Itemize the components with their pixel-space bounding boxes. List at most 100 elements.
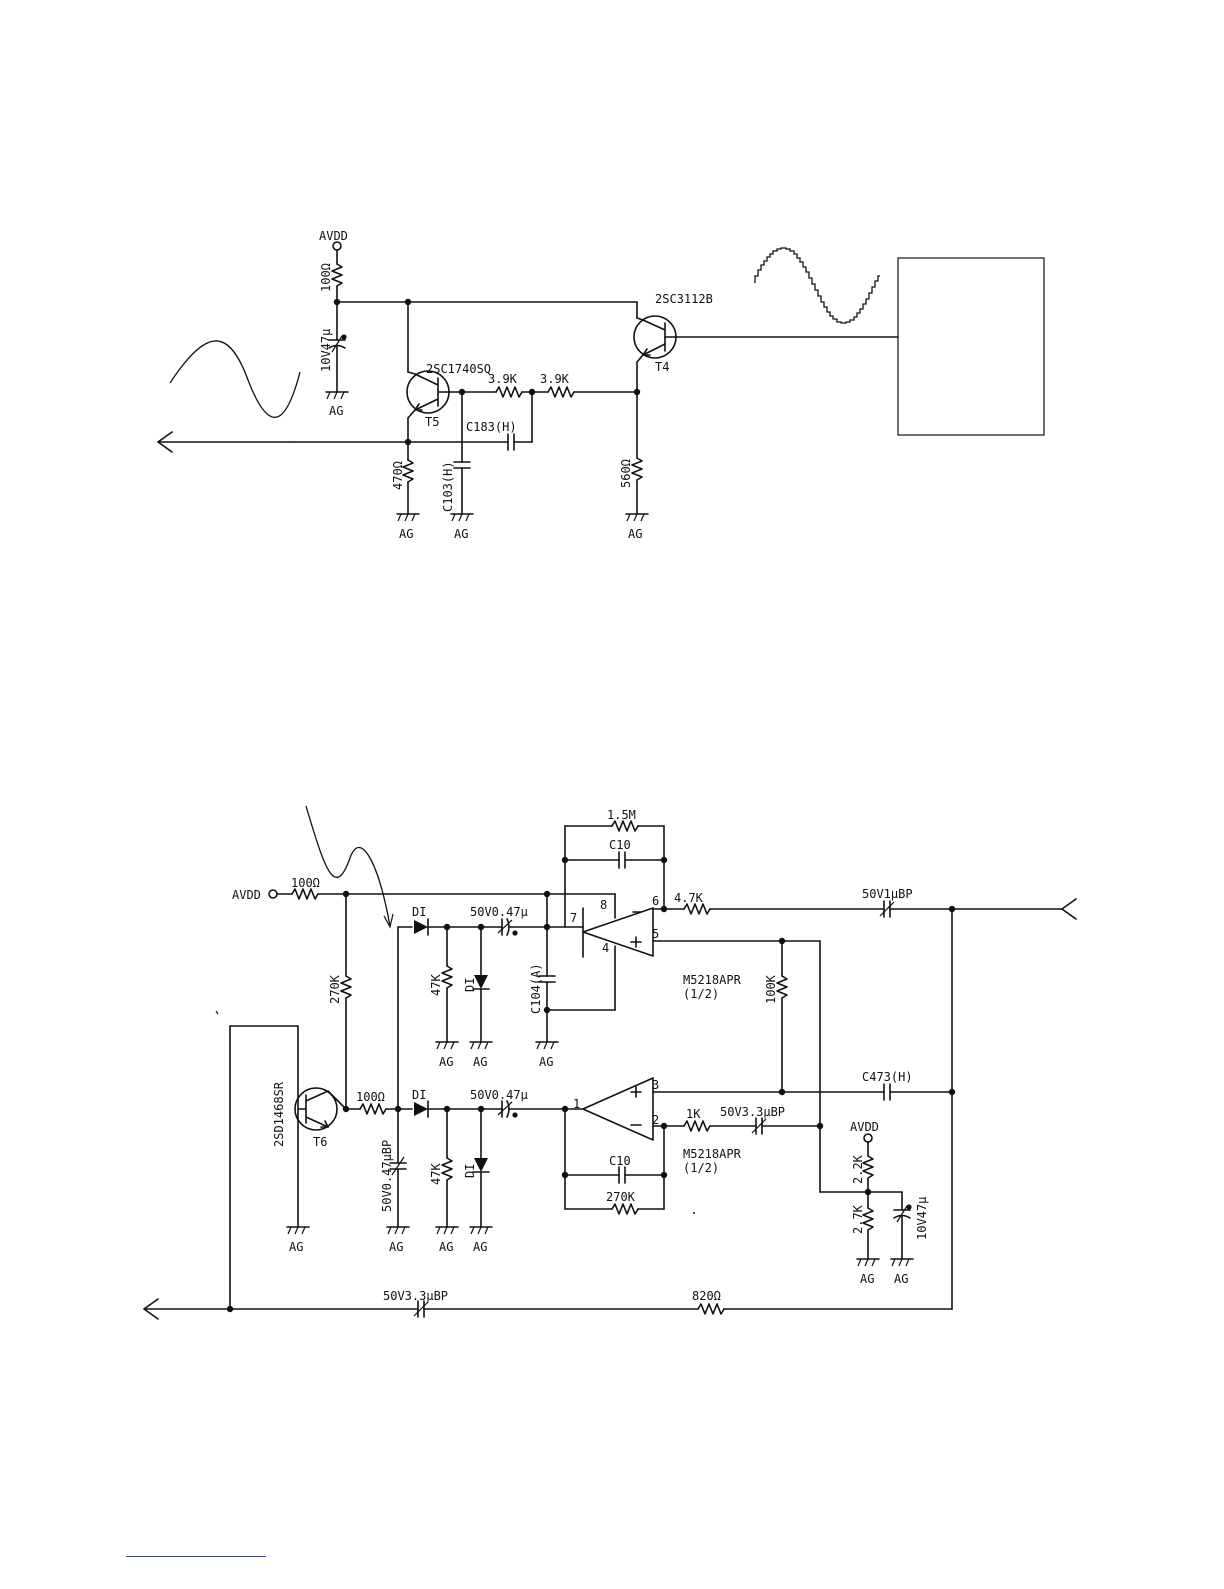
pin7-label: 7 xyxy=(570,911,577,925)
stray-dot xyxy=(693,1212,695,1214)
capacitor-c183-label: C183(H) xyxy=(466,420,517,434)
ag-47k-bot-label: AG xyxy=(439,1240,453,1254)
t6-ref-label: T6 xyxy=(313,1135,327,1149)
resistor-820-label: 820Ω xyxy=(692,1289,721,1303)
stepped-waveform xyxy=(755,248,880,323)
opamp-bottom-label: M5218APR xyxy=(683,1147,742,1161)
capacitor-50v33bp-label: 50V3.3μBP xyxy=(720,1105,785,1119)
avdd-label-2: AVDD xyxy=(232,888,261,902)
resistor-47k-top xyxy=(442,966,452,988)
t5-ref-label: T5 xyxy=(425,415,439,429)
resistor-3-9k-a-label: 3.9K xyxy=(488,372,518,386)
resistor-4-7k-label: 4.7K xyxy=(674,891,704,905)
resistor-3-9k-b-label: 3.9K xyxy=(540,372,570,386)
resistor-100-in-label: 100Ω xyxy=(291,876,320,890)
capacitor-c473-label: C473(H) xyxy=(862,1070,913,1084)
diode-di-bot2-label: DI xyxy=(463,1164,477,1178)
capacitor-50v1bp-label: 50V1μBP xyxy=(862,887,913,901)
capacitor-c10-top-label: C10 xyxy=(609,838,631,852)
opamp-bottom-half-label: (1/2) xyxy=(683,1161,719,1175)
pin3-label: 3 xyxy=(652,1078,659,1092)
resistor-270k-fb-label: 270K xyxy=(606,1190,636,1204)
opamp-bottom xyxy=(583,1078,653,1140)
opamp-top xyxy=(583,908,653,956)
resistor-100-label: 100Ω xyxy=(319,263,333,292)
pin8-label: 8 xyxy=(600,898,607,912)
resistor-47k-top-label: 47K xyxy=(429,974,443,996)
resistor-100k-label: 100K xyxy=(764,974,778,1004)
ag-label: AG xyxy=(329,404,343,418)
resistor-820 xyxy=(698,1304,724,1314)
ag-di-top-label: AG xyxy=(473,1055,487,1069)
resistor-3-9k-a xyxy=(496,387,522,397)
t4-ref-label: T4 xyxy=(655,360,669,374)
t5-part-label: 2SC1740SQ xyxy=(426,362,491,376)
resistor-270k-label: 270K xyxy=(328,974,342,1004)
avdd-terminal-2 xyxy=(269,890,277,898)
diode-di-top xyxy=(414,920,428,934)
resistor-3-9k-b xyxy=(548,387,574,397)
t4-part-label: 2SC3112B xyxy=(655,292,713,306)
output-block xyxy=(898,258,1044,435)
circuit-1: AVDD 100Ω 10V47μ AG 2SC1740SQ T5 xyxy=(158,229,1044,541)
capacitor-50v047-top-label: 50V0.47μ xyxy=(470,905,528,919)
ag-47k-top-label: AG xyxy=(439,1055,453,1069)
resistor-1k-label: 1K xyxy=(686,1107,701,1121)
opamp-top-half-label: (1/2) xyxy=(683,987,719,1001)
ag-c047bp-label: AG xyxy=(389,1240,403,1254)
ag-2-7k-label: AG xyxy=(860,1272,874,1286)
capacitor-c103-label: C103(H) xyxy=(441,461,455,512)
capacitor-50v047-bot-label: 50V0.47μ xyxy=(470,1088,528,1102)
capacitor-c10-bot-label: C10 xyxy=(609,1154,631,1168)
capacitor-50v33-bottom-label: 50V3.3μBP xyxy=(383,1289,448,1303)
t6-part-label: 2SD1468SR xyxy=(272,1081,286,1147)
capacitor-50v047bp-label: 50V0.47μBP xyxy=(380,1140,394,1212)
resistor-47k-bot xyxy=(442,1158,452,1180)
stray-mark xyxy=(216,1011,218,1014)
diode-di-top2-label: DI xyxy=(463,978,477,992)
diode-di-bot xyxy=(414,1102,428,1116)
pin1-label: 1 xyxy=(573,1097,580,1111)
diode-di-bot-label: DI xyxy=(412,1088,426,1102)
circuit-2: AVDD 100Ω 270K 2SD1468SR T6 AG xyxy=(144,806,1076,1319)
opamp-top-label: M5218APR xyxy=(683,973,742,987)
capacitor-10v47-label: 10V47μ xyxy=(319,329,333,372)
resistor-2-7k-label: 2.7K xyxy=(851,1204,865,1234)
pin4-label: 4 xyxy=(602,941,609,955)
footer-rule xyxy=(126,1556,266,1557)
input-arrow-right xyxy=(1062,899,1076,919)
capacitor-10v47-2-label: 10V47μ xyxy=(915,1197,929,1240)
ag-di-bot-label: AG xyxy=(473,1240,487,1254)
ag-t6-label: AG xyxy=(289,1240,303,1254)
ground-symbol xyxy=(326,392,348,399)
ag-c104-label: AG xyxy=(539,1055,553,1069)
resistor-470-label: 470Ω xyxy=(391,461,405,490)
resistor-270k-fb xyxy=(612,1204,638,1214)
resistor-560 xyxy=(632,458,642,480)
resistor-270k xyxy=(341,976,351,998)
ag-c10v47-label: AG xyxy=(894,1272,908,1286)
avdd-terminal-3 xyxy=(864,1134,872,1142)
resistor-2-2k-label: 2.2K xyxy=(851,1154,865,1184)
ag-470-label: AG xyxy=(399,527,413,541)
diode-di-top-label: DI xyxy=(412,905,426,919)
resistor-47k-bot-label: 47K xyxy=(429,1163,443,1185)
resistor-560-label: 560Ω xyxy=(619,459,633,488)
pin2-label: 2 xyxy=(652,1113,659,1127)
input-waveform-2 xyxy=(306,806,390,926)
resistor-1-5m xyxy=(612,821,638,831)
resistor-100 xyxy=(332,264,342,286)
ag-560-label: AG xyxy=(628,527,642,541)
resistor-100-mid xyxy=(360,1104,386,1114)
avdd-terminal xyxy=(333,242,341,250)
pin6-label: 6 xyxy=(652,894,659,908)
input-waveform xyxy=(170,341,300,417)
ag-c103-label: AG xyxy=(454,527,468,541)
resistor-100-mid-label: 100Ω xyxy=(356,1090,385,1104)
capacitor-c104-label: C104(A) xyxy=(529,963,543,1014)
resistor-4-7k xyxy=(684,904,710,914)
pin5-label: 5 xyxy=(652,927,659,941)
avdd-label: AVDD xyxy=(319,229,348,243)
